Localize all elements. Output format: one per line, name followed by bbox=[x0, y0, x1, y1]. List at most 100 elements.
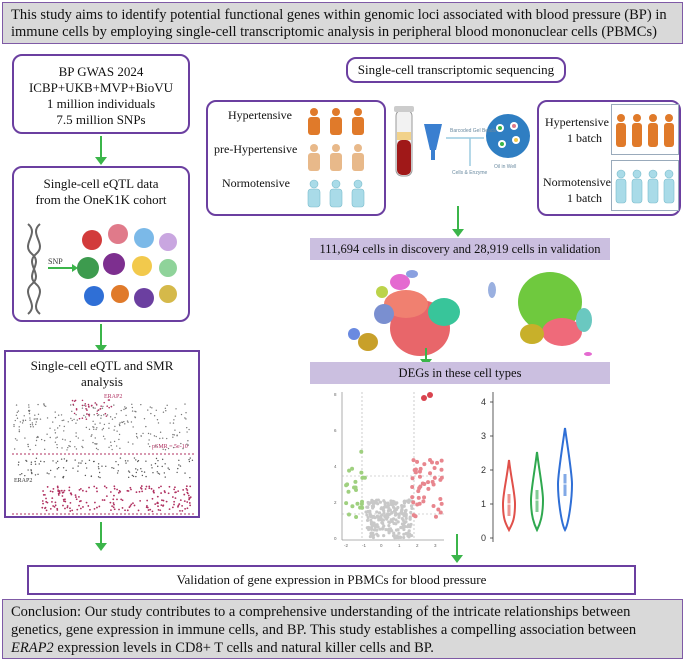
volcano-point-ns bbox=[404, 516, 408, 520]
volcano-point-ns bbox=[380, 506, 384, 510]
arrow-gwas-to-eqtl bbox=[95, 136, 107, 165]
volcano-point-up bbox=[435, 460, 440, 465]
validation-people-icons bbox=[611, 104, 679, 211]
volcano-point-ns bbox=[382, 534, 386, 538]
cells-count-bar: 111,694 cells in discovery and 28,919 ce… bbox=[310, 238, 610, 260]
volcano-point-up bbox=[422, 481, 427, 486]
volcano-point-ns bbox=[390, 511, 394, 515]
volcano-point-down bbox=[347, 468, 352, 473]
volcano-point-ns bbox=[408, 517, 412, 521]
validation-cohort-box: Hypertensive 1 batch Normotensive 1 batc… bbox=[537, 100, 681, 216]
volcano-ytick: 4 bbox=[334, 464, 337, 469]
volcano-point-ns bbox=[373, 525, 378, 529]
volcano-point-up bbox=[431, 504, 436, 509]
discovery-groups-box: Hypertensive pre-Hypertensive Normotensi… bbox=[206, 100, 386, 216]
volcano-point-ns bbox=[375, 532, 379, 536]
volcano-point-ns bbox=[386, 515, 390, 519]
volcano-point-up bbox=[432, 466, 437, 471]
volcano-point-up bbox=[417, 474, 422, 479]
volcano-ytick: 2 bbox=[334, 500, 337, 505]
volcano-point-ns bbox=[408, 524, 412, 529]
degs-text: DEGs in these cell types bbox=[398, 366, 522, 380]
volcano-point-up bbox=[411, 513, 416, 518]
volcano-xtick: -1 bbox=[362, 543, 366, 548]
volcano-point-down bbox=[355, 501, 360, 506]
val-normotensive-batch: 1 batch bbox=[567, 191, 602, 205]
volcano-point-ns bbox=[396, 520, 400, 524]
top-banner-text: This study aims to identify potential fu… bbox=[11, 7, 667, 40]
volcano-point-ns bbox=[378, 517, 382, 522]
volcano-point-ns bbox=[407, 500, 411, 504]
smr-gene-label: ERAP2 bbox=[104, 394, 122, 400]
volcano-point-up bbox=[416, 495, 421, 500]
arrow-cells-to-degs bbox=[420, 348, 432, 367]
volcano-point-up bbox=[410, 476, 415, 481]
smr-title: Single-cell eQTL and SMR bbox=[30, 358, 174, 373]
volcano-point-ns bbox=[366, 515, 370, 520]
volcano-point-ns bbox=[397, 531, 401, 535]
volcano-point-ns bbox=[402, 500, 406, 504]
volcano-point-ns bbox=[402, 514, 406, 518]
group-prehypertensive-label: pre-Hypertensive bbox=[214, 142, 298, 156]
volcano-point-down bbox=[344, 483, 349, 488]
sc-seq-title: Single-cell transcriptomic sequencing bbox=[357, 62, 555, 77]
volcano-xtick: -2 bbox=[344, 543, 348, 548]
volcano-point-up bbox=[417, 469, 422, 474]
psmr-label: pSMR = 5e-10 bbox=[152, 444, 188, 450]
volcano-point-ns bbox=[387, 506, 391, 511]
volcano-xtick: 3 bbox=[434, 543, 437, 548]
volcano-point-up bbox=[439, 458, 444, 463]
volcano-point-down bbox=[353, 479, 358, 484]
volcano-point-ns bbox=[403, 525, 407, 529]
volcano-point-ns bbox=[373, 516, 377, 520]
volcano-point-up bbox=[430, 479, 435, 484]
umap-validation bbox=[488, 272, 592, 356]
violin-shape bbox=[556, 427, 574, 532]
validation-text: Validation of gene expression in PBMCs f… bbox=[176, 572, 487, 587]
group-normotensive-label: Normotensive bbox=[222, 176, 290, 190]
volcano-point-ns bbox=[374, 499, 378, 503]
volcano-point-up bbox=[438, 497, 443, 502]
filter-cone-icon bbox=[424, 124, 442, 160]
gwas-box: BP GWAS 2024 ICBP+UKB+MVP+BioVU 1 millio… bbox=[12, 54, 190, 134]
volcano-point-ns bbox=[364, 510, 368, 514]
smr-points bbox=[13, 399, 194, 513]
volcano-point-ns bbox=[379, 514, 383, 519]
volcano-point-up bbox=[432, 475, 437, 480]
volcano-ytick: 8 bbox=[334, 392, 337, 397]
volcano-point-ns bbox=[382, 509, 386, 513]
umap-plots bbox=[348, 270, 592, 356]
volcano-point-ns bbox=[392, 533, 396, 537]
volcano-point-up bbox=[416, 489, 421, 494]
volcano-point-up bbox=[413, 467, 418, 472]
conclusion-text-part1: Conclusion: Our study contributes to a c… bbox=[11, 604, 637, 638]
volcano-point-ns bbox=[409, 510, 413, 515]
volcano-point-ns bbox=[386, 501, 390, 505]
volcano-point-ns bbox=[368, 534, 373, 539]
volcano-point-ns bbox=[407, 529, 411, 533]
top-banner: This study aims to identify potential fu… bbox=[2, 2, 683, 44]
volcano-point-up bbox=[422, 462, 427, 467]
volcano-point-down bbox=[344, 501, 349, 506]
arrow-degs-to-validation bbox=[451, 534, 463, 563]
gwas-title: BP GWAS 2024 bbox=[58, 64, 144, 79]
degs-bar: DEGs in these cell types bbox=[310, 362, 610, 384]
volcano-point-up bbox=[433, 514, 438, 519]
volcano-point-up bbox=[411, 458, 416, 463]
volcano-point-ns bbox=[408, 532, 412, 536]
volcano-point-up bbox=[428, 458, 433, 463]
validation-box: Validation of gene expression in PBMCs f… bbox=[27, 565, 636, 595]
conclusion-gene: ERAP2 bbox=[11, 640, 54, 656]
arrow-smr-to-validation bbox=[95, 522, 107, 551]
volcano-point-ns bbox=[380, 520, 384, 525]
dna-helix-icon bbox=[27, 223, 41, 315]
volcano-point-ns bbox=[378, 500, 383, 504]
volcano-point-ns bbox=[403, 511, 407, 515]
volcano-point-ns bbox=[375, 514, 379, 518]
volcano-point-ns bbox=[387, 527, 391, 531]
volcano-point-down bbox=[352, 485, 357, 490]
violin-box bbox=[507, 494, 511, 516]
violin-ytick: 3 bbox=[481, 431, 486, 441]
